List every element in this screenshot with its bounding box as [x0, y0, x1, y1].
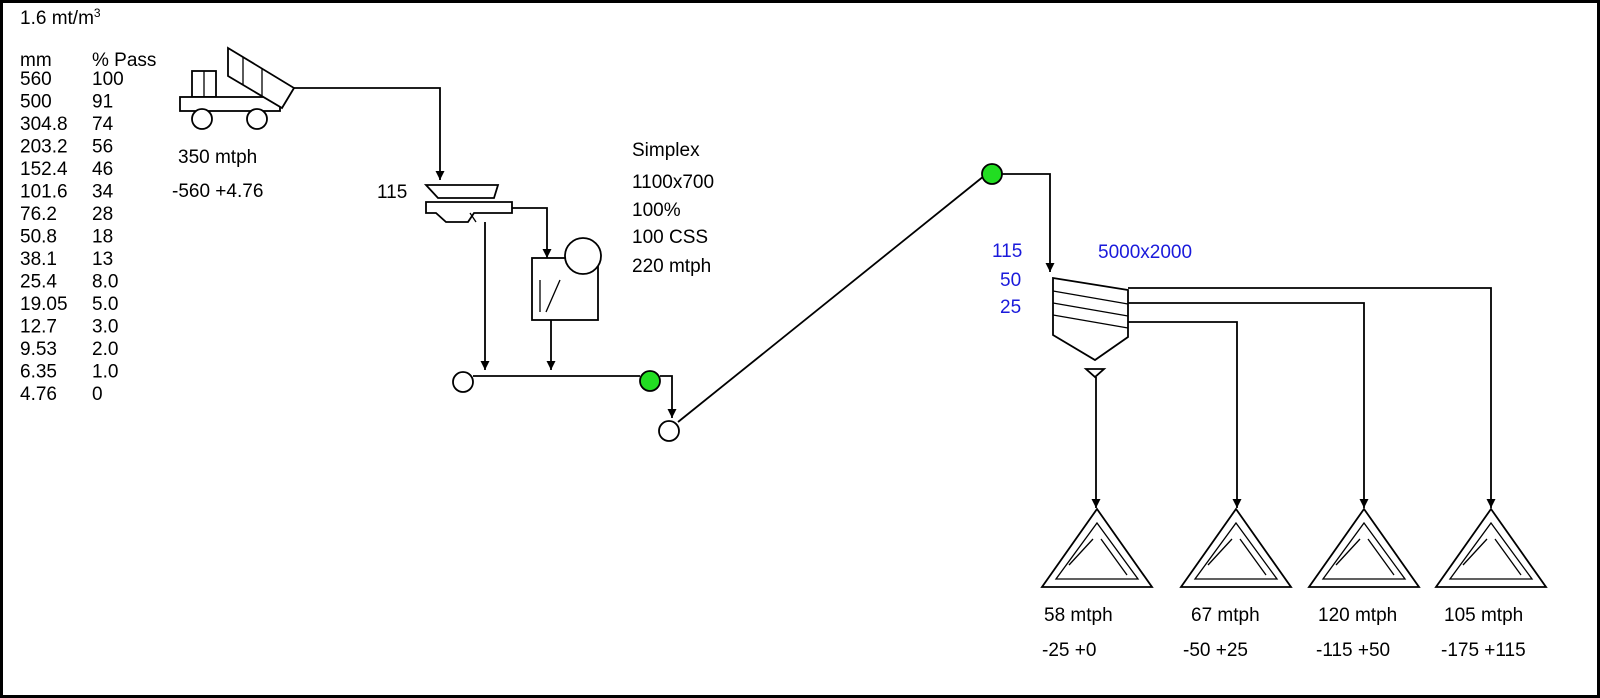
gradation-size-cell: 560 [20, 69, 52, 90]
crusher-name: Simplex [632, 140, 700, 161]
screen-deck-2: 50 [1000, 270, 1021, 291]
gradation-size-cell: 304.8 [20, 114, 68, 135]
gradation-pass-cell: 3.0 [92, 317, 118, 338]
crusher-css: 100 CSS [632, 227, 708, 248]
gradation-pass-cell: 18 [92, 227, 113, 248]
jaw-crusher-icon [531, 237, 602, 321]
gradation-pass-cell: 0 [92, 384, 103, 405]
gradation-size-cell: 25.4 [20, 272, 57, 293]
stockpile-icon [1307, 507, 1421, 588]
gradation-size-cell: 152.4 [20, 159, 68, 180]
stockpile-3-range: -115 +50 [1316, 640, 1390, 661]
stockpile-2-range: -50 +25 [1183, 640, 1248, 661]
gradation-pass-cell: 28 [92, 204, 113, 225]
stockpile-4-rate: 105 mtph [1444, 605, 1523, 626]
gradation-size-cell: 12.7 [20, 317, 57, 338]
crusher-rate: 220 mtph [632, 256, 711, 277]
gradation-size-cell: 9.53 [20, 339, 57, 360]
gradation-size-cell: 6.35 [20, 362, 57, 383]
gradation-size-cell: 500 [20, 92, 52, 113]
grizzly-feeder-icon [423, 184, 513, 223]
gradation-pass-cell: 46 [92, 159, 113, 180]
gradation-table: mm % Pass 560 100 500 91 304.8 74 203.2 56 152.4… [20, 50, 156, 405]
crusher-size: 1100x700 [632, 172, 714, 193]
stockpile-icon [1179, 507, 1293, 588]
stockpile-icon [1040, 507, 1154, 588]
gradation-pass-cell: 91 [92, 92, 113, 113]
screen-size: 5000x2000 [1098, 242, 1192, 263]
gradation-size-cell: 38.1 [20, 249, 57, 270]
stockpile-2-rate: 67 mtph [1191, 605, 1260, 626]
gradation-pass-cell: 1.0 [92, 362, 118, 383]
feed-range-label: -560 +4.76 [172, 181, 263, 202]
haul-truck-icon [179, 46, 296, 130]
grizzly-opening-label: 115 [377, 182, 407, 203]
gradation-pass-cell: 56 [92, 137, 113, 158]
density-label: 1.6 mt/m3 [20, 6, 101, 29]
gradation-pass-cell: 2.0 [92, 339, 118, 360]
vibrating-screen-icon [1052, 276, 1129, 379]
feed-rate-label: 350 mtph [178, 147, 257, 168]
gradation-size-cell: 4.76 [20, 384, 57, 405]
gradation-rows: 560 100 500 91 304.8 74 203.2 56 152.4 46 101.6 34 7… [20, 69, 124, 405]
conveyor-tail-pulley [452, 371, 474, 393]
stockpile-4-range: -175 +115 [1441, 640, 1526, 661]
screen-deck-1: 115 [992, 241, 1022, 262]
gradation-header-pass: % Pass [92, 50, 156, 71]
conveyor2-head-node-green [981, 163, 1003, 185]
screen-deck-3: 25 [1000, 297, 1021, 318]
gradation-pass-cell: 13 [92, 249, 113, 270]
conveyor2-tail-pulley [658, 420, 680, 442]
stockpile-3-rate: 120 mtph [1318, 605, 1397, 626]
gradation-pass-cell: 100 [92, 69, 124, 90]
gradation-size-cell: 101.6 [20, 182, 68, 203]
gradation-size-cell: 19.05 [20, 294, 68, 315]
gradation-pass-cell: 74 [92, 114, 114, 135]
stockpile-1-rate: 58 mtph [1044, 605, 1113, 626]
conveyor-head-node-green [639, 370, 661, 392]
gradation-size-cell: 76.2 [20, 204, 57, 225]
stockpile-1-range: -25 +0 [1042, 640, 1096, 661]
crusher-speed: 100% [632, 200, 681, 221]
gradation-size-cell: 203.2 [20, 137, 68, 158]
gradation-pass-cell: 8.0 [92, 272, 118, 293]
stockpile-icon [1434, 507, 1548, 588]
gradation-header-size: mm [20, 50, 52, 71]
gradation-pass-cell: 5.0 [92, 294, 118, 315]
gradation-size-cell: 50.8 [20, 227, 57, 248]
gradation-pass-cell: 34 [92, 182, 114, 203]
